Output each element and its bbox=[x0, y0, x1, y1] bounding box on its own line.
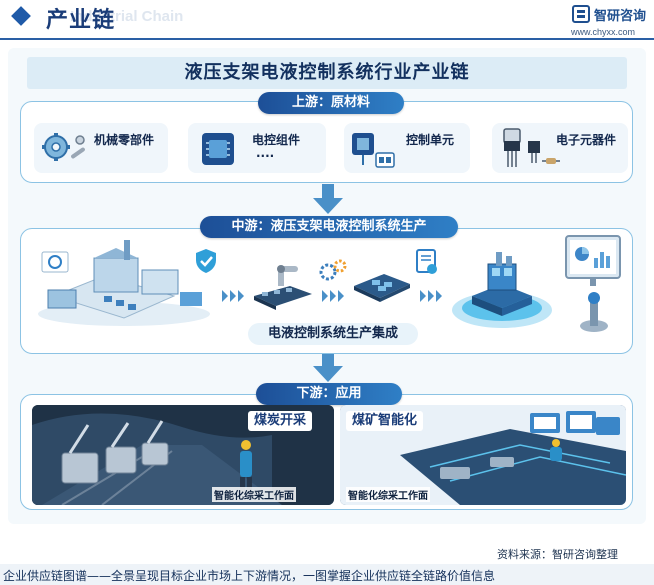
flow-arrow-right-icon bbox=[222, 290, 244, 302]
control-system-module-icon bbox=[452, 252, 552, 328]
source-note: 资料来源：智研咨询整理 bbox=[497, 548, 618, 561]
diamond-bullet-icon bbox=[11, 6, 31, 26]
upstream-item-electric-control: 电控组件 ···· bbox=[188, 123, 326, 173]
header-watermark: Industrial Chain bbox=[70, 8, 184, 25]
flow-arrow-right-icon bbox=[322, 290, 344, 302]
upstream-item-electronic-components: 电子元器件 bbox=[492, 123, 628, 173]
control-unit-icon bbox=[352, 133, 395, 168]
footer-slogan: 企业供应链图谱——全景呈现目标企业市场上下游情况，一图掌握企业供应链全链路价值信… bbox=[3, 569, 496, 583]
upstream-item-label: 机械零部件 bbox=[94, 133, 155, 147]
header-rule bbox=[0, 38, 654, 40]
midstream-heading: 中游：液压支架电液控制系统生产 bbox=[200, 216, 458, 238]
downstream-caption: 智能化综采工作面 bbox=[212, 487, 296, 502]
gears-icon bbox=[319, 259, 347, 281]
diagram-title: 液压支架电液控制系统行业产业链 bbox=[184, 62, 470, 83]
flow-arrow-right-icon bbox=[420, 290, 442, 302]
downstream-panel-coal-mining: 煤炭开采 智能化综采工作面 bbox=[32, 405, 334, 505]
downstream-tag: 煤矿智能化 bbox=[346, 411, 424, 431]
robot-arm-conveyor-icon bbox=[254, 265, 312, 310]
electronic-components-icon bbox=[503, 128, 560, 167]
page-header: Industrial Chain 产业链 智研咨询 www.chyxx.com bbox=[0, 0, 654, 40]
downstream-caption: 智能化综采工作面 bbox=[346, 487, 430, 502]
downstream-tag: 煤炭开采 bbox=[248, 411, 313, 431]
upstream-item-label: 电子元器件 bbox=[556, 133, 617, 147]
factory-icon bbox=[38, 240, 210, 326]
brand-url[interactable]: www.chyxx.com bbox=[571, 27, 636, 37]
brand-name: 智研咨询 bbox=[594, 9, 647, 24]
circuit-board-icon bbox=[354, 274, 410, 302]
downstream-heading: 下游：应用 bbox=[256, 383, 402, 405]
shield-check-icon bbox=[196, 249, 216, 273]
upstream-item-label: 控制单元 bbox=[406, 133, 455, 147]
gear-wrench-icon bbox=[42, 133, 85, 161]
monitor-dashboard-icon bbox=[565, 235, 621, 332]
midstream-label: 电液控制系统生产集成 bbox=[248, 323, 418, 345]
page-footer: 企业供应链图谱——全景呈现目标企业市场上下游情况，一图掌握企业供应链全链路价值信… bbox=[0, 564, 654, 585]
upstream-item-mechanical: 机械零部件 bbox=[34, 123, 168, 173]
flow-arrow-down-icon bbox=[313, 184, 343, 214]
upstream-item-sub: ···· bbox=[256, 149, 275, 163]
diagram-title-banner: 液压支架电液控制系统行业产业链 bbox=[27, 57, 627, 89]
document-gear-icon bbox=[416, 249, 437, 274]
circuit-chip-icon bbox=[202, 133, 234, 165]
flow-arrow-down-icon bbox=[313, 354, 343, 382]
upstream-item-label: 电控组件 bbox=[252, 133, 301, 147]
downstream-panel-smart-mine: 煤矿智能化 智能化综采工作面 bbox=[340, 405, 626, 505]
page-title: 产业链 bbox=[46, 8, 116, 33]
zhiyan-logo-icon bbox=[572, 5, 590, 23]
upstream-item-control-unit: 控制单元 bbox=[344, 123, 470, 173]
upstream-heading: 上游：原材料 bbox=[258, 92, 404, 114]
